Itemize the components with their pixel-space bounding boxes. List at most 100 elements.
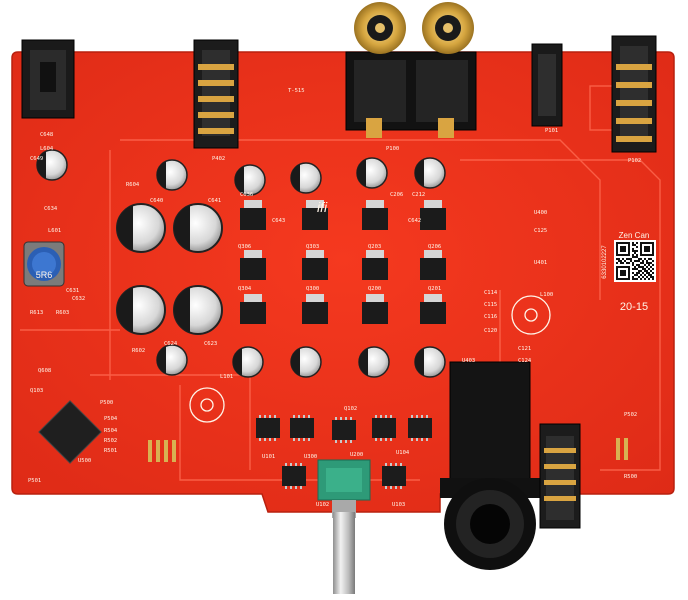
part-label: C115 xyxy=(484,302,497,308)
header-pins xyxy=(148,438,628,462)
part-label: P501 xyxy=(28,478,41,484)
line-jack xyxy=(531,43,563,127)
part-label: P502 xyxy=(624,412,637,418)
part-label: C121 xyxy=(518,346,531,352)
small-capacitor xyxy=(414,157,446,189)
small-capacitor xyxy=(358,346,390,378)
part-label: C634 xyxy=(44,206,58,212)
part-label: C120 xyxy=(484,328,497,334)
transistor xyxy=(420,250,446,280)
mcu-chip xyxy=(38,400,102,464)
product-name: Zen Can xyxy=(619,231,650,240)
part-label: Q303 xyxy=(306,244,319,250)
small-capacitor xyxy=(232,346,264,378)
part-label: L100 xyxy=(540,292,553,298)
part-label: R502 xyxy=(104,438,117,444)
inductor-5r6 xyxy=(23,241,65,287)
part-label: R613 xyxy=(30,310,43,316)
part-label: R603 xyxy=(56,310,69,316)
part-label: C124 xyxy=(518,358,532,364)
part-label: U401 xyxy=(534,260,547,266)
aux-jack xyxy=(539,423,581,529)
balanced-jack xyxy=(611,35,657,153)
part-label: C632 xyxy=(72,296,85,302)
part-label: R501 xyxy=(104,448,117,454)
transistor xyxy=(302,200,328,230)
part-label: C624 xyxy=(164,341,178,347)
part-label: R504 xyxy=(104,428,118,434)
part-label: U500 xyxy=(78,458,91,464)
part-label: U403 xyxy=(462,358,475,364)
part-label: Q608 xyxy=(38,368,51,374)
part-label: Q102 xyxy=(344,406,357,412)
small-capacitors xyxy=(36,149,446,378)
part-label: P402 xyxy=(212,156,225,162)
part-label: C643 xyxy=(272,218,285,224)
part-label: R602 xyxy=(132,348,145,354)
part-label: P100 xyxy=(386,146,399,152)
transistor xyxy=(362,250,388,280)
chip-icon xyxy=(256,415,432,489)
part-label: Q206 xyxy=(428,244,441,250)
part-label: U400 xyxy=(534,210,547,216)
mounting-holes xyxy=(189,295,551,423)
small-capacitor xyxy=(290,162,322,194)
transistor xyxy=(362,200,388,230)
part-label: R604 xyxy=(126,182,140,188)
headphone-jack-icon xyxy=(193,39,239,149)
potentiometer-icon xyxy=(317,459,371,594)
transistor xyxy=(302,294,328,324)
transistor xyxy=(420,294,446,324)
part-label: Q201 xyxy=(428,286,441,292)
transistor xyxy=(302,250,328,280)
ic-chip xyxy=(372,415,396,441)
part-label: P504 xyxy=(104,416,118,422)
part-label: C212 xyxy=(412,192,425,198)
part-label: C125 xyxy=(534,228,547,234)
part-label: U103 xyxy=(392,502,405,508)
part-label: Q306 xyxy=(238,244,251,250)
part-label: Q103 xyxy=(30,388,43,394)
ic-chip xyxy=(382,463,406,489)
part-label: Q300 xyxy=(306,286,319,292)
part-label: C642 xyxy=(408,218,421,224)
part-label: P102 xyxy=(628,158,641,164)
ic-chip xyxy=(290,415,314,441)
transistor xyxy=(240,200,266,230)
part-label: U200 xyxy=(350,452,363,458)
part-label: C114 xyxy=(484,290,498,296)
inductor-label: 5R6 xyxy=(36,270,53,280)
part-label: U104 xyxy=(396,450,410,456)
part-label: C631 xyxy=(66,288,79,294)
part-label: C649 xyxy=(30,156,43,162)
part-label: L601 xyxy=(48,228,61,234)
batch-label: 20-15 xyxy=(620,301,648,313)
transistor xyxy=(240,294,266,324)
ic-chip xyxy=(282,463,306,489)
part-label: C641 xyxy=(208,198,221,204)
part-label: C648 xyxy=(40,132,53,138)
serial-number: 6330102227 xyxy=(602,245,608,279)
brand-logo: ifi xyxy=(317,199,328,215)
small-capacitor xyxy=(290,346,322,378)
part-label: U300 xyxy=(304,454,317,460)
small-capacitor xyxy=(156,344,188,376)
small-capacitor xyxy=(356,157,388,189)
transistor-array xyxy=(240,200,446,324)
headphone-jack-large xyxy=(440,361,540,570)
part-label: C206 xyxy=(390,192,403,198)
qr-code-icon xyxy=(614,240,656,282)
transistor xyxy=(362,294,388,324)
ic-chip xyxy=(256,415,280,441)
part-label: R500 xyxy=(624,474,637,480)
part-label: P101 xyxy=(545,128,558,134)
part-label: Q200 xyxy=(368,286,381,292)
part-label: C636 xyxy=(240,192,253,198)
rca-jack-icon xyxy=(345,2,477,138)
dc-power-jack xyxy=(21,39,75,119)
small-capacitor xyxy=(36,149,68,181)
part-label: Q304 xyxy=(238,286,252,292)
capacitor-icon xyxy=(116,203,223,335)
